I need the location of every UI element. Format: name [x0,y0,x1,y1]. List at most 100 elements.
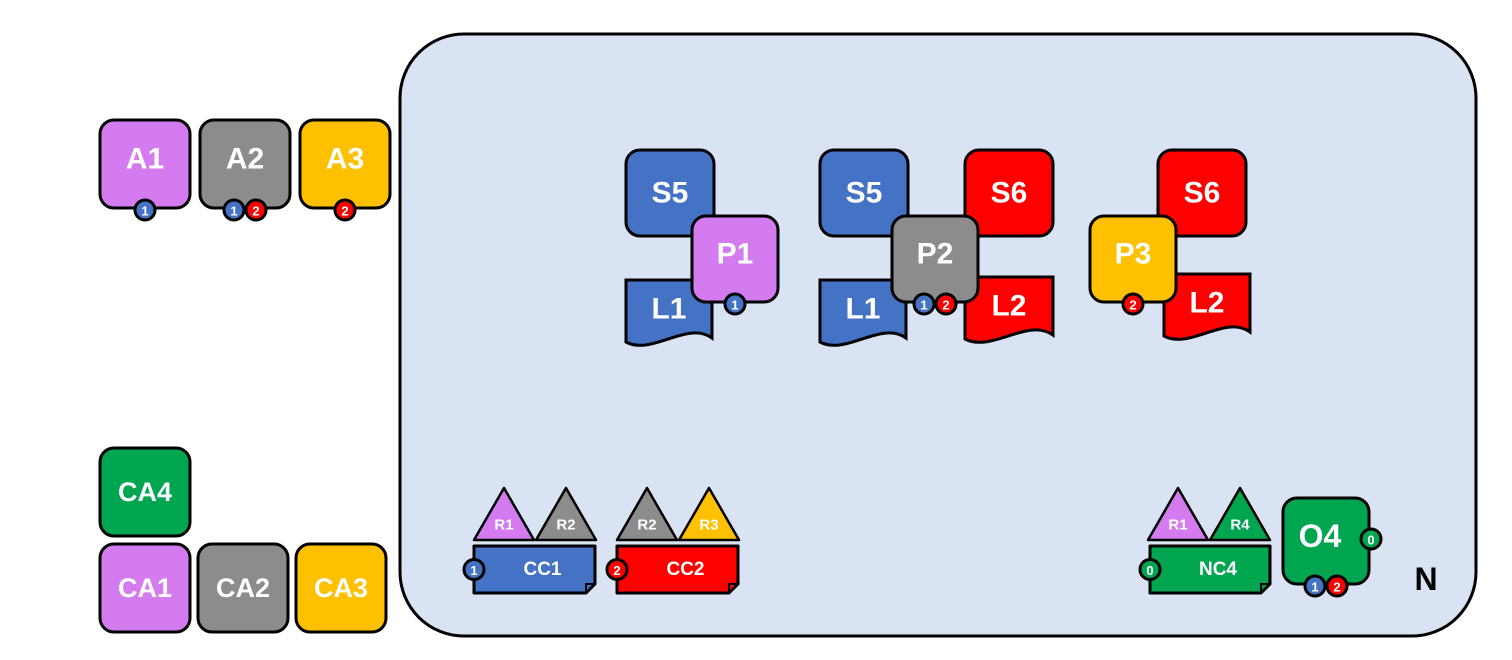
document-label: L1 [651,293,686,326]
triangle-label: R2 [556,517,575,534]
badge-circle [1121,292,1145,316]
tile-s6b: S6 [1156,148,1248,238]
tile-ca3: CA3 [294,542,388,634]
triangle-label: R2 [637,517,656,534]
triangle-cc2-r3: R3 [677,486,741,542]
badge-0: 0 [1138,558,1162,581]
badge-circle [605,558,629,581]
badge-circle [934,292,958,316]
bar-label: NC4 [1199,559,1237,580]
triangle-shape [1208,486,1272,542]
badge-circle [222,198,246,222]
tile-label: CA1 [118,573,172,603]
badge-1: 1 [1303,574,1327,598]
tile-s5a: S5 [624,148,716,238]
badge-circle [723,292,747,316]
tile-shape [98,446,192,538]
badge-circle [333,198,357,222]
badge-circle [133,198,157,222]
badge-2: 2 [1121,292,1145,316]
triangle-shape [1146,486,1210,542]
bar-cc1: CC1 1 [462,544,597,595]
badge-circle [244,198,268,222]
badge-number: 1 [470,563,477,578]
bar-label: CC1 [523,559,561,580]
badge-number: 2 [252,204,259,219]
tile-p1: P1 1 [690,214,780,316]
tile-label: S6 [991,177,1028,210]
document-label: L2 [1189,287,1224,320]
document-shape [1162,272,1252,341]
tile-label: CA2 [216,573,270,603]
badge-number: 2 [341,204,348,219]
triangle-label: R1 [1168,517,1187,534]
bar-nc4: NC4 0 [1138,544,1272,595]
triangle-nc4-r4: R4 [1208,486,1272,542]
badge-2: 2 [1325,574,1349,598]
triangle-nc4-r1: R1 [1146,486,1210,542]
badge-1: 1 [222,198,246,222]
region-label: N [1414,561,1437,597]
bar-shape [615,544,740,595]
badge-circle [462,558,486,581]
tile-ca1: CA1 [98,542,192,634]
badge-number: 0 [1367,533,1374,548]
badge-1: 1 [723,292,747,316]
badge-2: 2 [333,198,357,222]
triangle-shape [677,486,741,542]
triangle-cc1-r1: R1 [472,486,536,542]
tile-p3: P3 2 [1088,214,1178,316]
badge-1: 1 [462,558,486,581]
tile-label: P1 [717,238,754,271]
tile-label: A2 [226,143,264,176]
badge-number: 1 [1311,580,1318,595]
tile-s6a: S6 [963,148,1055,238]
triangle-shape [615,486,679,542]
tile-label: CA3 [314,573,368,603]
tile-label: O4 [1299,518,1342,554]
tile-label: A3 [326,143,364,176]
badge-0: 0 [1359,527,1383,551]
bar-fold [1260,583,1270,593]
tile-shape [98,542,192,634]
bar-label: CC2 [666,559,704,580]
document-l1a: L1 [624,278,714,347]
bar-fold [728,583,738,593]
document-label: L2 [991,290,1026,323]
badge-2: 2 [244,198,268,222]
tile-label: S5 [652,177,689,210]
document-shape [818,278,908,347]
bar-fold [585,583,595,593]
badge-number: 1 [731,298,738,313]
tile-label: P2 [917,238,954,271]
badge-circle [1303,574,1327,598]
triangle-label: R1 [494,517,513,534]
tile-label: S6 [1184,177,1221,210]
tile-a1: A11 [98,118,192,222]
triangle-cc2-r2: R2 [615,486,679,542]
document-shape [624,278,714,347]
document-l2a: L2 [963,275,1055,344]
tile-ca2: CA2 [196,542,290,634]
document-label: L1 [845,293,880,326]
badge-number: 2 [1333,580,1340,595]
badge-number: 2 [942,298,949,313]
tile-shape [818,148,910,238]
badge-1: 1 [912,292,936,316]
document-l2b: L2 [1162,272,1252,341]
tile-label: P3 [1115,238,1152,271]
badge-number: 1 [141,204,148,219]
tile-shape [294,542,388,634]
badge-number: 0 [1146,563,1153,578]
triangle-label: R3 [699,517,718,534]
badge-number: 1 [920,298,927,313]
badge-circle [1359,527,1383,551]
bar-shape [472,544,597,595]
document-l1b: L1 [818,278,908,347]
document-shape [963,275,1055,344]
